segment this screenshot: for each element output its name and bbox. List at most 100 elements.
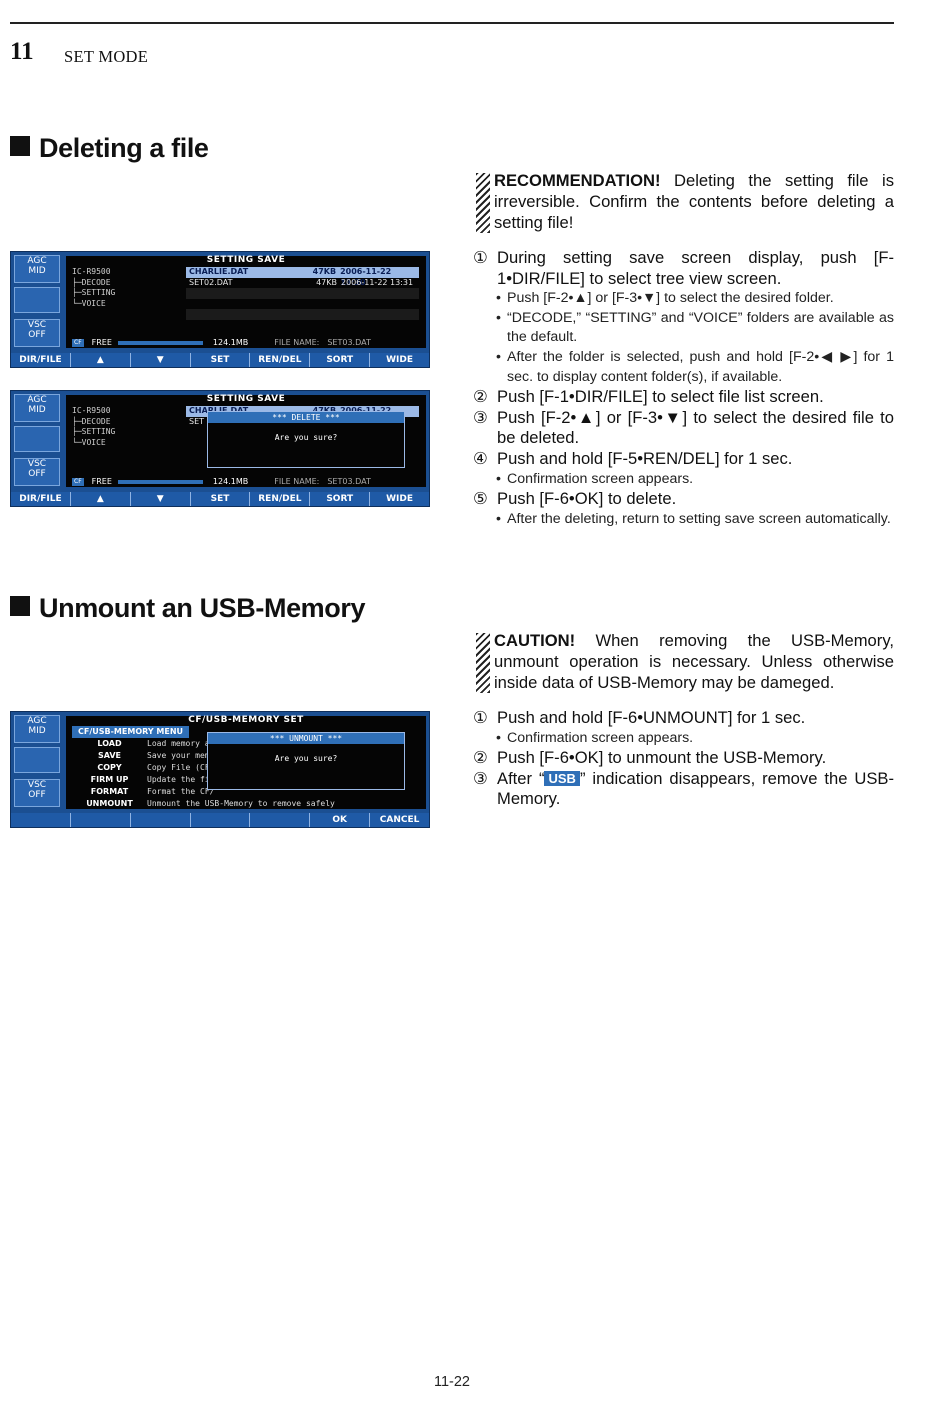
section-title-unmount: Unmount an USB-Memory: [10, 593, 366, 624]
screen-title: SETTING SAVE: [206, 394, 286, 404]
step-text: Push and hold [F-5•REN/DEL] for 1 sec.: [497, 448, 793, 468]
menu-title: CF/USB-MEMORY MENU: [72, 726, 190, 738]
dialog-title: *** UNMOUNT ***: [208, 733, 404, 744]
folder-tree: IC-R9500├─DECODE├─SETTING└─VOICE: [72, 267, 116, 308]
fkey-ren-del[interactable]: REN/DEL: [249, 492, 309, 506]
fkey-set[interactable]: SET: [189, 353, 250, 367]
step-number: ①: [473, 248, 488, 267]
square-bullet-icon: [10, 136, 30, 156]
fkey-4[interactable]: [189, 813, 250, 827]
fkey-set[interactable]: SET: [189, 492, 250, 506]
fkey-5[interactable]: [249, 813, 309, 827]
step-number: ②: [473, 387, 488, 407]
bullet-icon: •: [496, 510, 501, 527]
fkey-up[interactable]: ▲: [69, 353, 130, 367]
fkey-up[interactable]: ▲: [69, 492, 130, 506]
folder-tree: IC-R9500├─DECODE├─SETTING└─VOICE: [72, 406, 116, 447]
step-note: •Confirmation screen appears.: [473, 729, 894, 749]
bullet-icon: •: [496, 348, 501, 365]
bullet-icon: •: [496, 309, 501, 326]
blank-side-button[interactable]: [14, 747, 60, 773]
bullet-icon: •: [496, 290, 501, 307]
fkey-sort[interactable]: SORT: [309, 492, 369, 506]
fkey-3[interactable]: [129, 813, 190, 827]
note-text: When removing the USB-Memory, unmount op…: [494, 631, 894, 693]
note-label: RECOMMENDATION!: [494, 171, 661, 190]
fkey-sort[interactable]: SORT: [309, 353, 369, 367]
usb-indicator-icon: USB: [544, 770, 580, 786]
blank-side-button[interactable]: [14, 287, 60, 313]
square-bullet-icon: [10, 596, 30, 616]
step-note: •Push [F-2•▲] or [F-3•▼] to select the d…: [473, 289, 894, 309]
file-row[interactable]: SET: [189, 416, 205, 426]
step-note: •Confirmation screen appears.: [473, 470, 894, 490]
unmount-dialog: *** UNMOUNT *** Are you sure?: [207, 732, 405, 790]
fkey-ok[interactable]: OK: [309, 813, 369, 827]
fkey-cancel[interactable]: CANCEL: [369, 813, 429, 827]
fkey-ren-del[interactable]: REN/DEL: [249, 353, 309, 367]
bullet-icon: •: [496, 470, 501, 487]
note-text: Deleting the setting file is irreversibl…: [494, 171, 894, 233]
empty-row: [186, 320, 419, 331]
fkey-down[interactable]: ▼: [129, 353, 190, 367]
section-title-deleting: Deleting a file: [10, 133, 209, 164]
fkey-wide[interactable]: WIDE: [369, 353, 429, 367]
fkey-dir-file[interactable]: DIR/FILE: [19, 494, 62, 504]
caution-note: CAUTION! When removing the USB-Memory, u…: [476, 630, 894, 694]
note-label: CAUTION!: [494, 631, 576, 650]
fkey-down[interactable]: ▼: [129, 492, 190, 506]
step-text: After “: [497, 768, 545, 788]
fkey-1[interactable]: [11, 813, 70, 827]
step-text: Push [F-2•▲] or [F-3•▼] to select the de…: [497, 407, 894, 448]
step-number: ②: [473, 748, 488, 768]
step-text: Push and hold [F-6•UNMOUNT] for 1 sec.: [497, 708, 806, 727]
step-text: ” indication disappears, remove the USB-…: [497, 768, 894, 809]
screen-title: SETTING SAVE: [206, 255, 286, 265]
fkey-wide[interactable]: WIDE: [369, 492, 429, 506]
function-key-bar: OK CANCEL: [11, 813, 429, 827]
chapter-title: SET MODE: [64, 47, 149, 66]
fkey-2[interactable]: [69, 813, 130, 827]
step-number: ③: [473, 407, 488, 427]
free-meter: [117, 480, 203, 484]
step-item: ② Push [F-6•OK] to unmount the USB-Memory…: [473, 748, 894, 769]
step-text: Push [F-6•OK] to unmount the USB-Memory.: [497, 748, 827, 768]
dialog-message: Are you sure?: [274, 433, 338, 442]
empty-row: [186, 309, 419, 320]
step-number: ⑤: [473, 489, 488, 509]
chapter-number: 11: [10, 38, 34, 65]
recommendation-note: RECOMMENDATION! Deleting the setting fil…: [476, 170, 894, 234]
bullet-icon: •: [496, 729, 501, 746]
blank-side-button[interactable]: [14, 426, 60, 452]
screen-title: CF/USB-MEMORY SET: [188, 715, 304, 725]
step-note: •After the folder is selected, push and …: [496, 348, 894, 385]
fkey-dir-file[interactable]: DIR/FILE: [19, 355, 62, 365]
